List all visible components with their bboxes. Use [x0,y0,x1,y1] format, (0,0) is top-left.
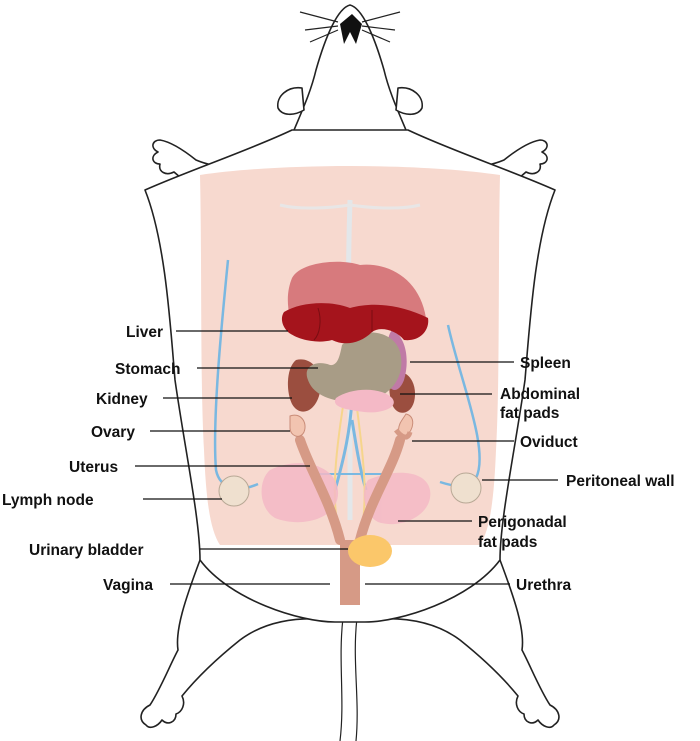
right-ear [395,86,423,116]
label-stomach: Stomach [115,361,180,378]
stomach [306,332,402,402]
labels: Liver Stomach Kidney Ovary Uterus Lymph … [2,324,675,594]
label-urethra: Urethra [516,577,572,594]
label-abdominal-fat-pads-line1: Abdominal [500,386,580,403]
label-uterus: Uterus [69,459,118,476]
left-ear [277,86,305,116]
label-perigonadal-fat-pads-line2: fat pads [478,534,537,551]
urinary-bladder [348,535,392,567]
ovary-left [289,414,306,437]
label-spleen: Spleen [520,355,571,372]
label-ovary: Ovary [91,424,135,441]
label-urinary-bladder: Urinary bladder [29,542,144,559]
lymph-node-right [450,472,482,504]
label-vagina: Vagina [103,577,153,594]
oviduct-right [394,428,413,440]
lymph-node-left [218,475,250,507]
label-oviduct: Oviduct [520,434,578,451]
whiskers [299,11,401,43]
abdominal-fat-pads [334,389,394,413]
mouth-teeth [340,14,362,44]
tail [339,617,358,741]
leader-lines [135,330,558,585]
label-peritoneal-wall: Peritoneal wall [566,473,675,490]
label-perigonadal-fat-pads-line1: Perigonadal [478,514,567,531]
label-lymph-node: Lymph node [2,492,94,509]
label-kidney: Kidney [96,391,148,408]
label-liver: Liver [126,324,163,341]
uterus [295,435,405,545]
label-abdominal-fat-pads-line2: fat pads [500,405,559,422]
liver [281,261,429,344]
